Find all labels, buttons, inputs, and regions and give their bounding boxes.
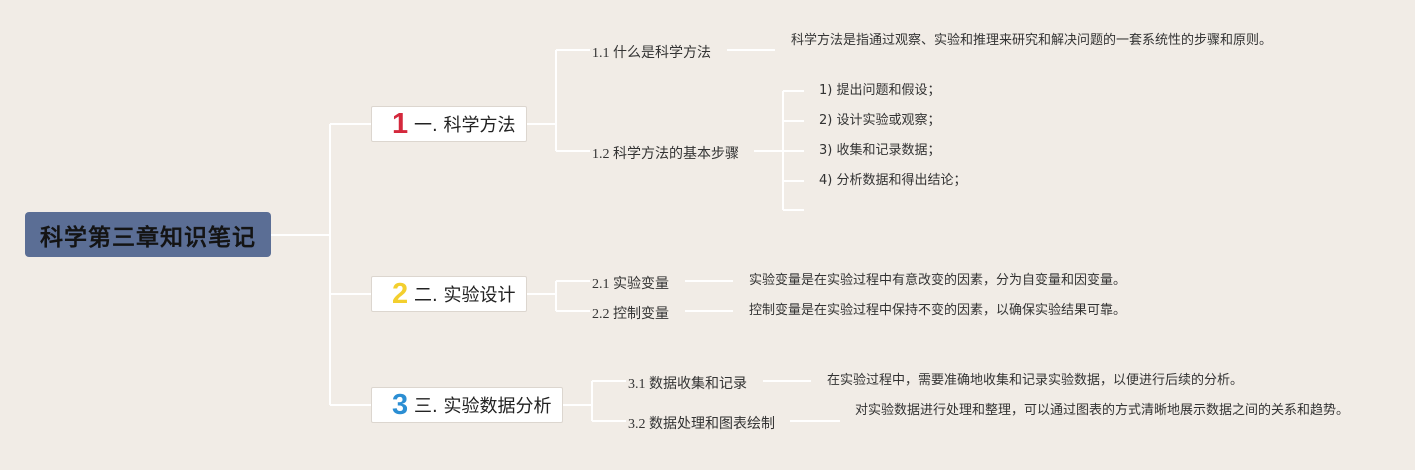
sub-node-2-2[interactable]: 2.2 控制变量 — [592, 307, 669, 322]
sub-node-1-2[interactable]: 1.2 科学方法的基本步骤 — [592, 147, 739, 162]
step-item-1: 1) 提出问题和假设； — [819, 83, 941, 98]
sub-node-3-2[interactable]: 3.2 数据处理和图表绘制 — [628, 417, 775, 432]
note-text-3-2: 对实验数据进行处理和整理，可以通过图表的方式清晰地展示数据之间的关系和趋势。 — [855, 403, 1350, 418]
root-node[interactable]: 科学第三章知识笔记 — [25, 212, 271, 257]
sub-node-1-1[interactable]: 1.1 什么是科学方法 — [592, 46, 711, 61]
branch-node-3[interactable]: 3 三. 实验数据分析 — [371, 387, 563, 423]
branch-label: 二. 实验设计 — [414, 285, 516, 306]
number-1-icon: 1 — [392, 107, 409, 140]
number-3-icon: 3 — [392, 388, 409, 421]
branch-node-2[interactable]: 2 二. 实验设计 — [371, 276, 527, 312]
step-item-3: 3) 收集和记录数据； — [819, 143, 941, 158]
step-item-2: 2) 设计实验或观察； — [819, 113, 941, 128]
note-text-3-1: 在实验过程中，需要准确地收集和记录实验数据，以便进行后续的分析。 — [827, 373, 1244, 388]
step-item-4: 4) 分析数据和得出结论； — [819, 173, 967, 188]
branch-node-1[interactable]: 1 一. 科学方法 — [371, 106, 527, 142]
branch-label: 一. 科学方法 — [414, 115, 516, 136]
note-text-2-1: 实验变量是在实验过程中有意改变的因素，分为自变量和因变量。 — [749, 273, 1127, 288]
note-text-1-1: 科学方法是指通过观察、实验和推理来研究和解决问题的一套系统性的步骤和原则。 — [791, 33, 1273, 48]
root-title: 科学第三章知识笔记 — [40, 224, 256, 251]
branch-label: 三. 实验数据分析 — [414, 396, 552, 417]
sub-node-2-1[interactable]: 2.1 实验变量 — [592, 277, 669, 292]
note-text-2-2: 控制变量是在实验过程中保持不变的因素，以确保实验结果可靠。 — [749, 303, 1127, 318]
number-2-icon: 2 — [392, 277, 409, 310]
sub-node-3-1[interactable]: 3.1 数据收集和记录 — [628, 377, 747, 392]
